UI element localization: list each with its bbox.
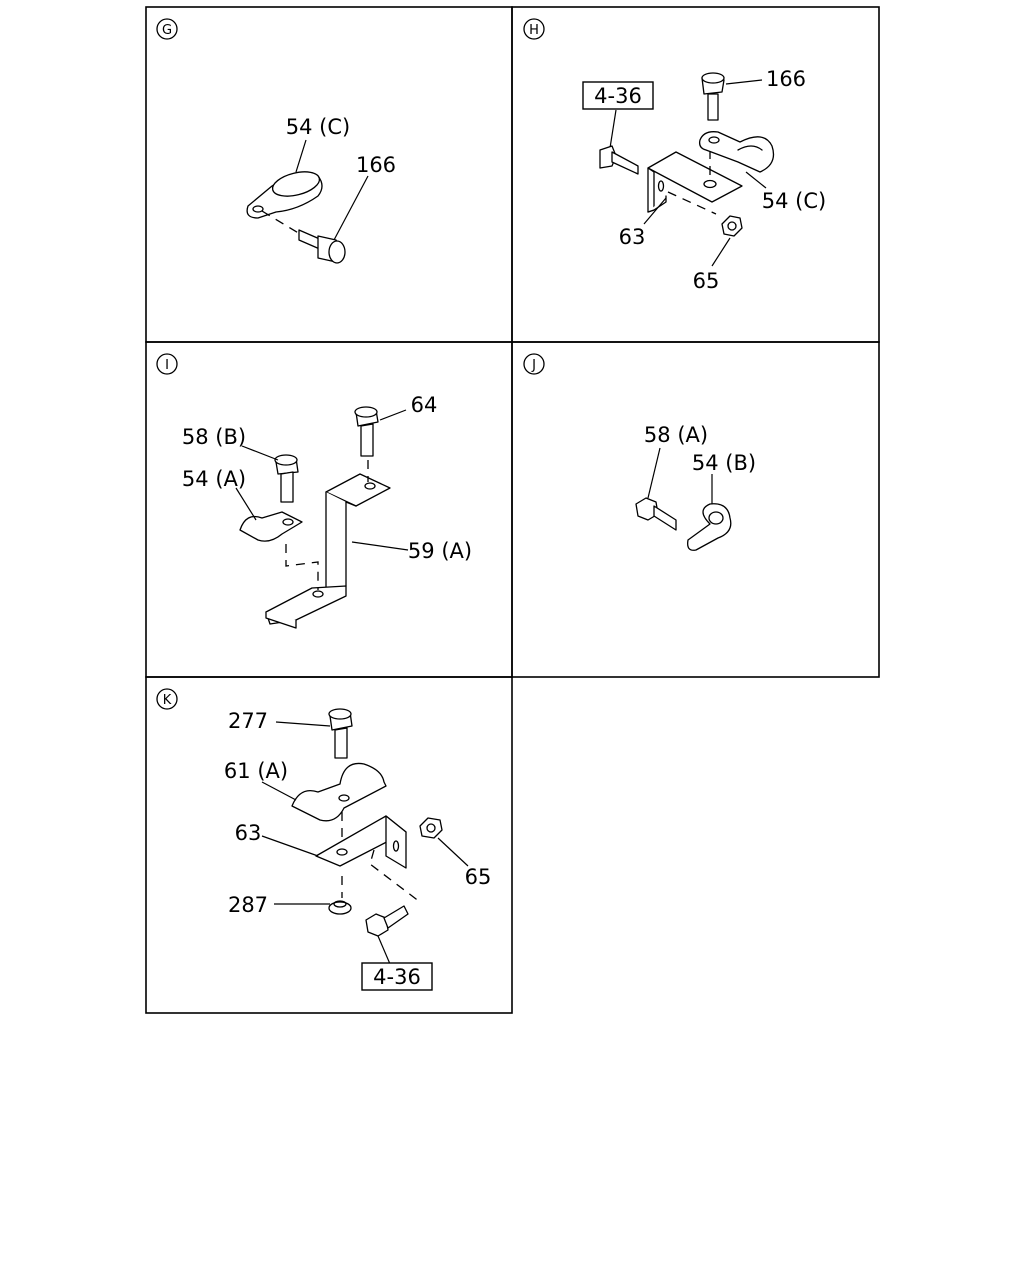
bracket-63-k [261,815,407,869]
bolt-64-i [354,406,407,482]
label-59a-i: 59 (A) [408,539,472,563]
ref-4-36-k: 4-36 [373,965,421,989]
label-54c-h: 54 (C) [762,189,826,213]
panel-g-frame [145,6,513,343]
bolt-166-g [298,229,346,264]
label-65-k: 65 [465,865,492,889]
panel-j: J 58 (A) 54 (B) [523,353,756,551]
label-166-g: 166 [356,153,396,177]
panel-k: K [156,688,492,991]
bolt-58b-i [241,445,299,503]
panel-g: G 54 (C) 166 [156,18,396,264]
clip-54c-g [246,171,323,219]
bolt-4-36-k [365,905,409,965]
label-64-i: 64 [411,393,438,417]
clip-54a-i [235,487,303,542]
label-63-k: 63 [235,821,262,845]
label-61a-k: 61 (A) [224,759,288,783]
nut-65-k [419,817,469,867]
panel-frames [145,6,880,1014]
panel-g-badge: G [156,18,178,40]
ref-4-36-h: 4-36 [594,84,642,108]
label-54b-j: 54 (B) [692,451,756,475]
label-54c-g: 54 (C) [286,115,350,139]
bolt-4-36-h [599,145,639,175]
bolt-166-h [701,72,763,121]
nut-65-h [721,215,743,237]
bolt-58a-j [635,447,677,531]
panel-g-letter: G [162,23,172,38]
panel-k-badge: K [156,688,178,710]
panel-h-badge: H [523,18,545,40]
label-58b-i: 58 (B) [182,425,246,449]
panel-j-badge: J [523,353,545,375]
panel-k-frame [145,676,513,1014]
clip-54c-h [698,131,775,173]
bracket-63-h [647,151,743,213]
nut-287-k [274,900,352,915]
panel-k-letter: K [163,693,172,708]
panel-j-frame [511,341,880,678]
label-65-h: 65 [693,269,720,293]
clip-54b-j [687,474,732,551]
panel-i: I [156,353,472,629]
panel-h: H 4-36 [523,18,826,293]
panel-i-badge: I [156,353,178,375]
label-58a-j: 58 (A) [644,423,708,447]
ref-box-h[interactable]: 4-36 [582,81,654,110]
panel-h-letter: H [529,23,539,38]
label-166-h: 166 [766,67,806,91]
clip-61a-k [261,762,387,822]
bracket-59a-i [265,473,391,629]
ref-box-k[interactable]: 4-36 [361,962,433,991]
label-277-k: 277 [228,709,268,733]
panel-i-letter: I [165,358,169,373]
label-63-h: 63 [619,225,646,249]
label-54a-i: 54 (A) [182,467,246,491]
bolt-277-k [275,708,353,759]
panel-j-letter: J [531,358,536,373]
label-287-k: 287 [228,893,268,917]
